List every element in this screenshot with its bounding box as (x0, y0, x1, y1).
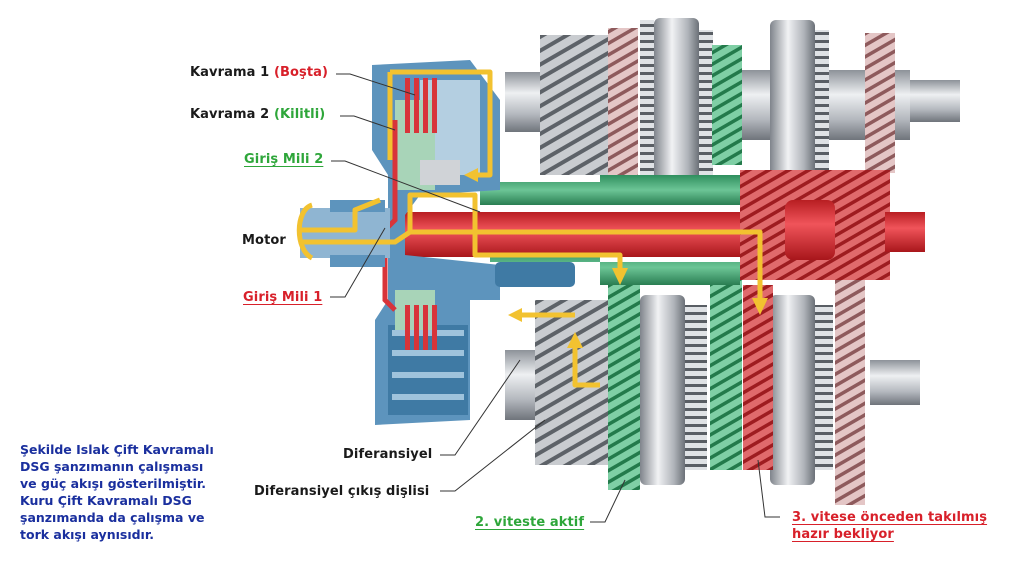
description-line: Şekilde Islak Çift Kavramalı (20, 442, 214, 457)
label-differential-output-gear: Diferansiyel çıkış dişlisi (254, 484, 430, 499)
lower-output-shaft (505, 275, 920, 505)
clutch-2-state: (Kilitli) (273, 107, 326, 122)
upper-output-shaft (505, 18, 960, 190)
clutch-housing (300, 60, 575, 425)
gear-3-preselected (743, 285, 773, 470)
label-clutch-1: Kavrama 1 (Boşta) (190, 65, 328, 80)
leader-lines (330, 73, 780, 523)
description-line: Kuru Çift Kavramalı DSG (20, 493, 192, 508)
description-line: DSG şanzımanın çalışması (20, 459, 204, 474)
description-line: ve güç akışı gösterilmiştir. (20, 476, 206, 491)
label-gear-3-line-2: hazır bekliyor (792, 527, 894, 542)
description-line: tork akışı aynısıdır. (20, 527, 154, 542)
description-line: şanzımanda da çalışma ve (20, 510, 205, 525)
label-input-shaft-1: Giriş Mili 1 (243, 290, 323, 305)
label-motor: Motor (242, 233, 286, 248)
label-gear-3-line-1: 3. vitese önceden takılmış (792, 510, 988, 525)
gear-2-active (608, 285, 640, 490)
clutch-1-name: Kavrama 1 (190, 65, 270, 80)
label-differential: Diferansiyel (343, 447, 433, 462)
flow-arrowheads (464, 168, 768, 348)
clutch-2-name: Kavrama 2 (190, 107, 270, 122)
description-text: Şekilde Islak Çift Kavramalı DSG şanzıma… (20, 441, 260, 543)
clutch-1-state: (Boşta) (273, 65, 329, 80)
label-input-shaft-2: Giriş Mili 2 (244, 152, 324, 167)
label-clutch-2: Kavrama 2 (Kilitli) (190, 107, 325, 122)
label-gear-2-active: 2. viteste aktif (475, 515, 585, 530)
